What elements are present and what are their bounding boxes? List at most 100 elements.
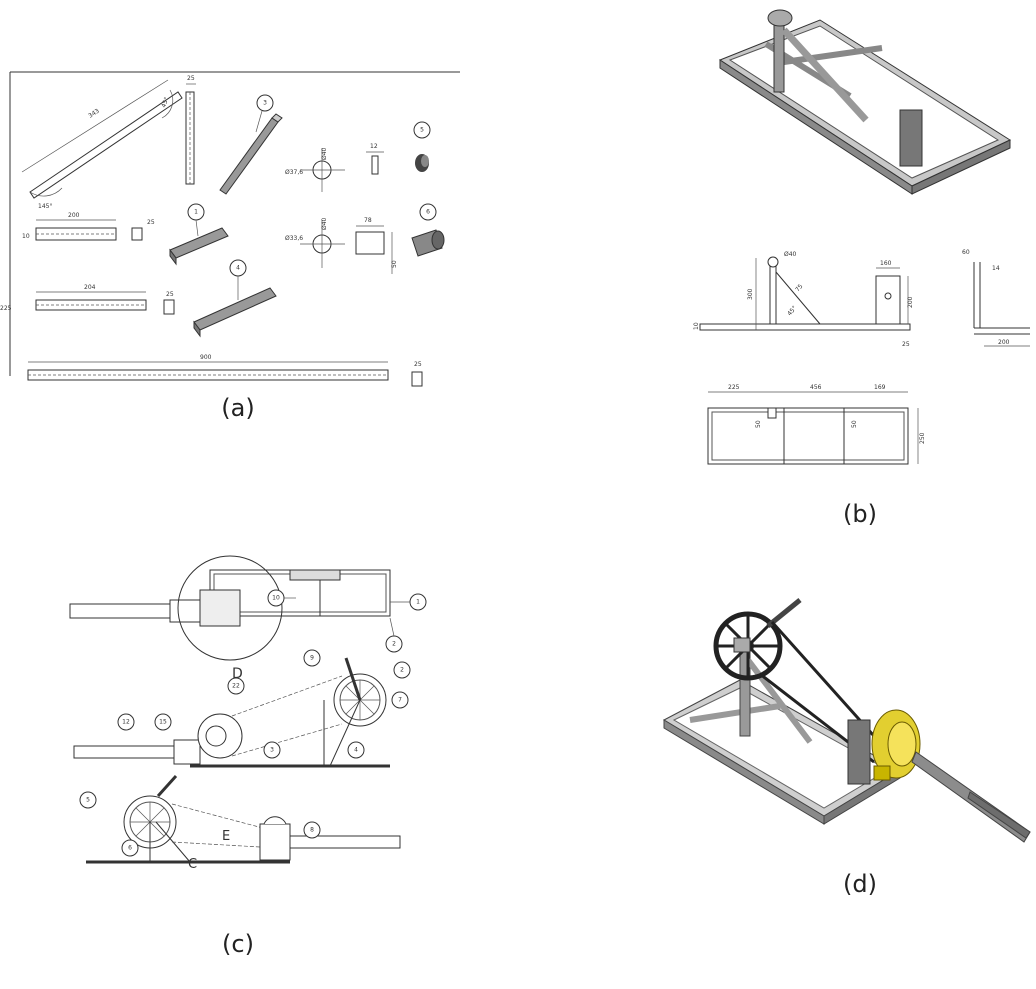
panel-c-assembly-views: D 10 1 2 xyxy=(60,540,480,920)
svg-text:22: 22 xyxy=(232,683,240,690)
dim-204: 204 xyxy=(84,284,96,291)
dim-900: 900 xyxy=(200,354,212,361)
dim-40-a: Ø40 xyxy=(321,147,328,160)
pulley-wheel xyxy=(713,611,783,681)
callout-2-side xyxy=(393,661,411,679)
render-3d xyxy=(662,598,1031,843)
dim-b-300: 300 xyxy=(747,288,754,300)
svg-text:5: 5 xyxy=(86,797,90,804)
callout-22 xyxy=(227,677,245,695)
dim-b-50-b: 50 xyxy=(851,420,858,428)
dim-200: 200 xyxy=(68,212,80,219)
dim-10: 10 xyxy=(22,233,30,240)
round-section-1: Ø37,6 Ø40 xyxy=(285,147,345,192)
svg-text:12: 12 xyxy=(122,719,130,726)
dim-25-a: 25 xyxy=(147,219,155,226)
dim-343: 343 xyxy=(87,107,101,119)
callout-8 xyxy=(303,821,321,839)
svg-text:10: 10 xyxy=(272,595,280,602)
callout-7 xyxy=(391,691,409,709)
dim-25-top: 25 xyxy=(187,75,195,82)
blower-housing xyxy=(871,709,921,781)
iso-bar-1: 1 xyxy=(169,203,229,266)
iso-frame xyxy=(718,9,1012,195)
side-view: 60 14 200 xyxy=(962,249,1030,347)
parts-drawing: 343 145° 45° 25 3 Ø37,6 Ø40 xyxy=(0,71,460,387)
callout-5-c xyxy=(79,791,97,809)
dim-145deg: 145° xyxy=(38,203,52,210)
detail-label-c: C xyxy=(188,857,197,872)
svg-text:9: 9 xyxy=(310,655,314,662)
frame-drawing: Ø40 300 75 45° 160 200 10 25 60 14 200 xyxy=(693,9,1030,465)
top-view: 225 456 169 250 50 50 xyxy=(707,384,926,465)
plate-200: 200 10 25 xyxy=(22,212,155,241)
plate-204: 204 225 25 xyxy=(0,284,175,315)
dim-b-225: 225 xyxy=(728,384,740,391)
svg-text:15: 15 xyxy=(159,719,167,726)
caption-b: (b) xyxy=(843,500,877,528)
dim-25-b: 25 xyxy=(166,291,174,298)
detail-label-d: D xyxy=(232,666,243,682)
slanted-member: 343 145° 45° xyxy=(21,79,183,210)
callout-5 xyxy=(413,121,431,139)
callout-12 xyxy=(117,713,135,731)
callout-4-c xyxy=(347,741,365,759)
dim-b-200-side: 200 xyxy=(998,339,1010,346)
dim-b-14: 14 xyxy=(992,265,1000,272)
dim-b-45: 45° xyxy=(786,305,798,318)
svg-text:3: 3 xyxy=(263,100,267,107)
dim-b-200: 200 xyxy=(907,296,914,308)
small-tab: 12 xyxy=(366,143,384,175)
svg-text:1: 1 xyxy=(194,209,198,216)
dim-b-50-a: 50 xyxy=(755,420,762,428)
bracket-78: 78 50 xyxy=(355,217,398,274)
callout-6 xyxy=(419,203,437,221)
svg-text:1: 1 xyxy=(416,599,420,606)
svg-text:7: 7 xyxy=(398,697,402,704)
caption-a: (a) xyxy=(221,394,255,422)
svg-text:2: 2 xyxy=(400,667,404,674)
assembly-side-view-2: 5 6 8 E C xyxy=(79,774,401,872)
panel-a-part-drawings: 343 145° 45° 25 3 Ø37,6 Ø40 xyxy=(0,60,470,390)
round-section-2: Ø33,6 Ø40 xyxy=(285,217,345,268)
assembly-top-view: D 10 1 2 xyxy=(69,555,427,682)
detail-label-e: E xyxy=(222,829,230,844)
dim-50: 50 xyxy=(391,260,398,268)
dim-37-6: Ø37,6 xyxy=(285,169,303,176)
dim-b-169: 169 xyxy=(874,384,886,391)
callout-15 xyxy=(154,713,172,731)
front-view: Ø40 300 75 45° 160 200 10 25 xyxy=(693,251,914,348)
dim-b-d40: Ø40 xyxy=(784,251,797,258)
dim-b-25: 25 xyxy=(902,341,910,348)
svg-text:8: 8 xyxy=(310,827,314,834)
dim-33-6: Ø33,6 xyxy=(285,235,303,242)
iso-bar-4: 4 xyxy=(193,259,277,338)
dim-b-75: 75 xyxy=(794,283,804,293)
bushing-5: 5 xyxy=(413,121,431,172)
svg-text:5: 5 xyxy=(420,127,424,134)
iso-bar-3: 3 xyxy=(219,94,283,195)
svg-text:6: 6 xyxy=(426,209,430,216)
panel-b-frame-assembly: Ø40 300 75 45° 160 200 10 25 60 14 200 xyxy=(680,0,1036,480)
bushing-6: 6 xyxy=(411,203,445,257)
dim-225: 225 xyxy=(0,305,12,312)
long-bar-900: 900 25 xyxy=(27,354,423,387)
dim-b-456: 456 xyxy=(810,384,822,391)
caption-d: (d) xyxy=(843,870,877,898)
svg-text:4: 4 xyxy=(236,265,240,272)
panel-d-3d-assembly xyxy=(660,570,1036,890)
svg-text:4: 4 xyxy=(354,747,358,754)
callout-3-c xyxy=(263,741,281,759)
svg-text:6: 6 xyxy=(128,845,132,852)
dim-b-250: 250 xyxy=(919,432,926,444)
dim-b-160: 160 xyxy=(880,260,892,267)
assembly-drawing: D 10 1 2 xyxy=(69,555,427,872)
assembly-side-view-1: 9 22 15 2 7 12 3 4 xyxy=(73,649,411,768)
dim-78: 78 xyxy=(364,217,372,224)
callout-3 xyxy=(256,94,274,112)
callout-9 xyxy=(303,649,321,667)
svg-text:3: 3 xyxy=(270,747,274,754)
caption-c: (c) xyxy=(222,930,254,958)
dim-25-c: 25 xyxy=(414,361,422,368)
dim-b-60: 60 xyxy=(962,249,970,256)
